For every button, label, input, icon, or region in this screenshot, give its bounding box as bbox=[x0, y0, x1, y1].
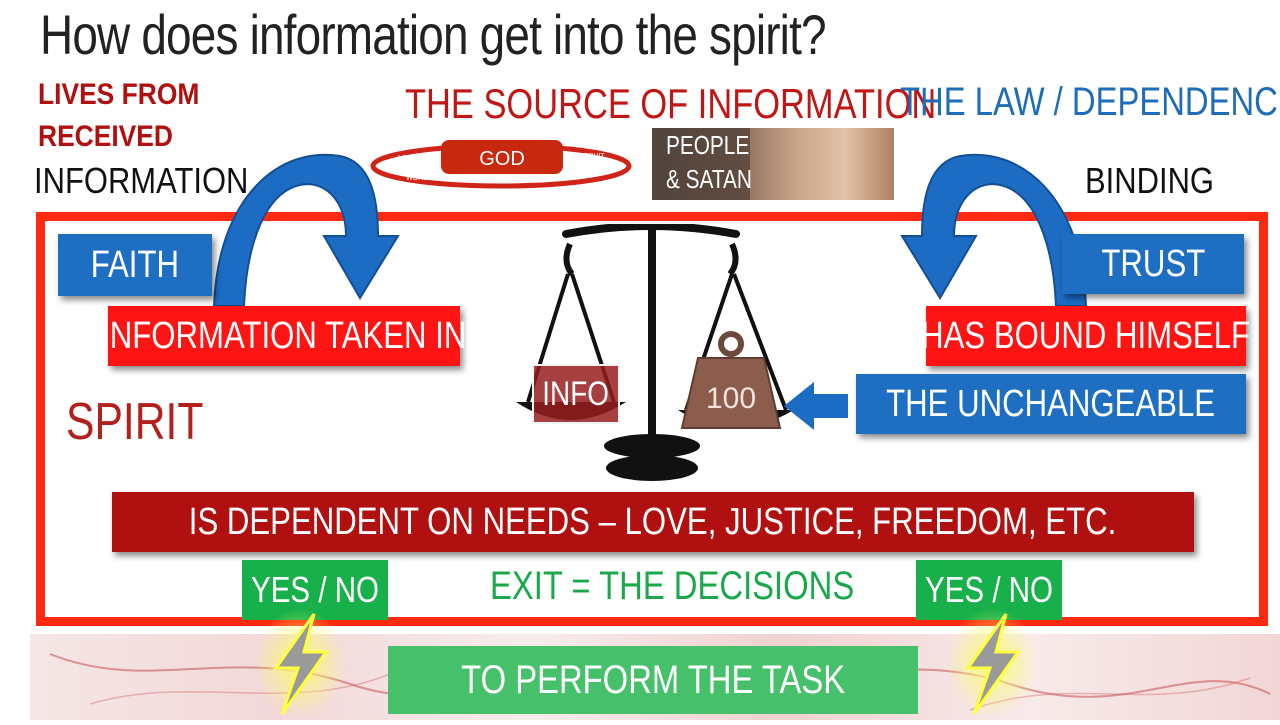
curved-arrow-icon bbox=[212, 153, 400, 307]
lives-line2: RECEIVED bbox=[38, 120, 173, 153]
scale-beam bbox=[562, 224, 740, 238]
lives-from-received: LIVES FROM RECEIVED bbox=[38, 74, 199, 158]
fruit-tag: FRUIT bbox=[584, 153, 605, 160]
spirit-frame bbox=[36, 212, 1268, 626]
info-box: INFO bbox=[532, 364, 620, 424]
perform-task-label: TO PERFORM THE TASK bbox=[461, 657, 845, 702]
yes-no-left-label: YES / NO bbox=[251, 569, 379, 610]
weight-icon: 100 bbox=[680, 331, 782, 429]
law-heading: THE LAW / DEPENDENCE bbox=[900, 80, 1280, 124]
has-bound-label: HAS BOUND HIMSELF bbox=[921, 314, 1251, 357]
trust-label: TRUST bbox=[1101, 242, 1205, 285]
faith-box: FAITH bbox=[58, 234, 212, 296]
scale-string-right-b bbox=[732, 273, 788, 411]
people-line2: & SATAN bbox=[666, 164, 752, 194]
god-box bbox=[441, 140, 563, 174]
perform-task-box: TO PERFORM THE TASK bbox=[388, 646, 918, 714]
weight-label: 100 bbox=[706, 382, 756, 415]
god-ring-diagram: GOD LOVE FRUIT WORD OF GOD bbox=[370, 140, 632, 189]
people-overlay bbox=[652, 128, 750, 200]
scale-hook-left bbox=[563, 242, 575, 276]
word-of-god-tag: WORD OF GOD bbox=[406, 175, 458, 182]
scale-post bbox=[648, 230, 656, 440]
exit-label: EXIT = THE DECISIONS bbox=[490, 564, 855, 608]
trust-box: TRUST bbox=[1062, 234, 1244, 294]
unchangeable-label: THE UNCHANGEABLE bbox=[886, 382, 1216, 425]
information-taken-label: INFORMATION TAKEN IN bbox=[101, 314, 467, 357]
information-heading: INFORMATION bbox=[34, 160, 249, 201]
lives-line1: LIVES FROM bbox=[38, 78, 200, 111]
people-photo: PEOPLE & SATAN bbox=[652, 128, 894, 200]
faith-label: FAITH bbox=[90, 243, 180, 286]
spirit-label: SPIRIT bbox=[66, 393, 204, 451]
info-label: INFO bbox=[542, 374, 610, 413]
unchangeable-box: THE UNCHANGEABLE bbox=[856, 374, 1246, 434]
has-bound-box: HAS BOUND HIMSELF bbox=[922, 306, 1250, 366]
yes-no-left-box: YES / NO bbox=[242, 560, 388, 620]
page-title: How does information get into the spirit… bbox=[40, 3, 827, 66]
information-taken-box: INFORMATION TAKEN IN bbox=[101, 306, 467, 366]
scale-base-top bbox=[604, 434, 700, 458]
people-line1: PEOPLE bbox=[666, 130, 750, 160]
source-heading: THE SOURCE OF INFORMATION bbox=[405, 80, 937, 127]
arrow-left-icon bbox=[784, 382, 848, 430]
god-label: GOD bbox=[479, 148, 525, 170]
scale-hook-right bbox=[727, 242, 739, 276]
yes-no-right-box: YES / NO bbox=[916, 560, 1062, 620]
love-tag: LOVE bbox=[398, 155, 417, 162]
lightning-icon bbox=[946, 608, 1038, 718]
dependent-label: IS DEPENDENT ON NEEDS – LOVE, JUSTICE, F… bbox=[189, 500, 1117, 543]
scale-base-bottom bbox=[606, 455, 698, 481]
yes-no-right-label: YES / NO bbox=[925, 569, 1053, 610]
binding-heading: BINDING bbox=[1085, 160, 1215, 201]
lightning-icon bbox=[254, 608, 346, 718]
curved-arrow-icon bbox=[900, 153, 1088, 307]
dependent-bar: IS DEPENDENT ON NEEDS – LOVE, JUSTICE, F… bbox=[112, 492, 1194, 552]
